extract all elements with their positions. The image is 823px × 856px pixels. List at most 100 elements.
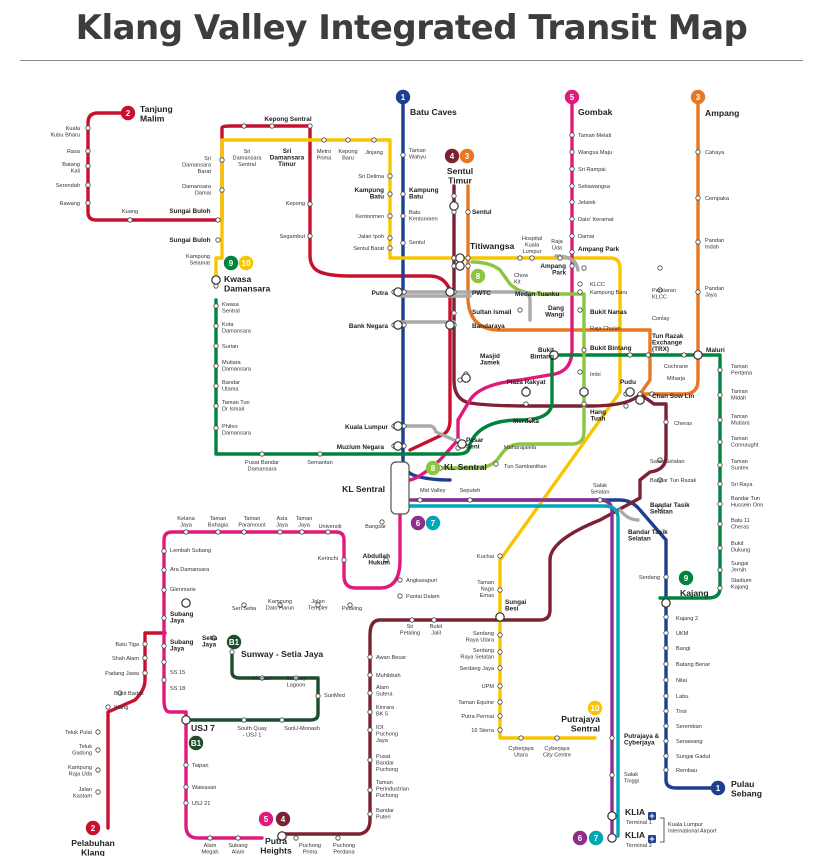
interchange-marker <box>449 201 459 211</box>
connector-gray-2 <box>398 294 472 324</box>
station-marker <box>127 217 133 223</box>
station-marker <box>307 233 313 239</box>
interchange-marker <box>461 373 471 383</box>
station-marker <box>663 767 669 773</box>
line-badge-1: 1 <box>395 89 411 105</box>
station-label-chan-sow-lin: Chan Sow Lin <box>652 393 694 400</box>
station-marker <box>663 574 669 580</box>
interchange-marker <box>181 715 191 725</box>
interchange-marker <box>211 275 221 285</box>
station-label-jinjang: Jinjang <box>365 150 383 156</box>
line-badge-7: 7 <box>588 830 604 846</box>
line-badge-9: 9 <box>223 255 239 271</box>
station-marker <box>142 641 148 647</box>
station-marker <box>527 417 533 423</box>
station-label-16-sierra: 16 Sierra <box>471 728 495 734</box>
station-marker <box>207 835 213 841</box>
interchange-marker <box>495 612 505 622</box>
interchange-marker <box>579 387 589 397</box>
station-marker <box>142 655 148 661</box>
station-marker <box>497 632 503 638</box>
station-marker <box>367 709 373 715</box>
station-label-klcc: KLCC <box>590 282 605 288</box>
station-marker <box>554 735 560 741</box>
station-marker <box>717 501 723 507</box>
station-label-ukm: UKM <box>676 631 689 637</box>
station-marker <box>695 195 701 201</box>
station-label-pudu: Pudu <box>620 379 636 386</box>
station-marker <box>367 787 373 793</box>
station-label-awan-besar: Awan Besar <box>376 655 406 661</box>
interchange-marker <box>607 811 617 821</box>
station-label-universiti: Universiti <box>318 524 341 530</box>
station-marker <box>219 187 225 193</box>
station-marker <box>325 529 331 535</box>
line-badge-4: 4 <box>275 811 291 827</box>
station-marker <box>213 363 219 369</box>
station-marker <box>623 403 629 409</box>
station-label-pantai-dalam: Pantai Dalam <box>406 594 440 600</box>
station-label-merdeka: Merdeka <box>513 418 539 425</box>
station-marker <box>85 200 91 206</box>
line-badge-B1: B1 <box>188 735 204 751</box>
station-label-ampang: Ampang <box>705 108 739 118</box>
station-marker <box>695 239 701 245</box>
station-label-rembau: Rembau <box>676 768 697 774</box>
station-marker <box>717 481 723 487</box>
station-label-glenmarie: Glenmarie <box>170 587 196 593</box>
station-marker <box>497 699 503 705</box>
station-marker <box>259 451 265 457</box>
interchange-marker <box>393 320 403 330</box>
station-label-usj7: USJ 7 <box>191 723 215 733</box>
station-marker <box>95 789 101 795</box>
station-label-bank-negara: Bank Negara <box>349 323 389 330</box>
station-marker <box>451 193 457 199</box>
line-badge-10: 10 <box>587 700 603 716</box>
station-label-setiawangsa: Setiawangsa <box>578 184 611 190</box>
station-label-sentul-barat: Sentul Barat <box>353 246 384 252</box>
station-label-damai: Damai <box>578 234 594 240</box>
station-marker <box>569 166 575 172</box>
station-marker <box>183 529 189 535</box>
station-marker <box>335 835 341 841</box>
station-marker <box>161 643 167 649</box>
station-marker <box>663 723 669 729</box>
interchange-marker <box>549 350 559 360</box>
stations-layer <box>85 123 723 843</box>
station-marker <box>241 529 247 535</box>
station-marker <box>95 747 101 753</box>
line-10 <box>214 138 622 740</box>
station-marker <box>649 391 655 397</box>
station-label-wawasan: Wawasan <box>192 785 216 791</box>
station-label-jelatek: Jelatek <box>578 200 596 206</box>
station-marker <box>183 762 189 768</box>
station-label-sunu-monash: SunU-Monash <box>284 726 320 732</box>
station-marker <box>663 708 669 714</box>
interchange-marker <box>693 350 703 360</box>
station-label-south-quay: South Quay- USJ 1 <box>237 726 267 739</box>
line-3 <box>466 102 700 396</box>
station-marker <box>557 255 563 261</box>
station-marker <box>581 401 587 407</box>
station-marker <box>717 367 723 373</box>
interchange-marker <box>635 395 645 405</box>
station-marker <box>367 757 373 763</box>
interchange-marker <box>445 287 455 297</box>
